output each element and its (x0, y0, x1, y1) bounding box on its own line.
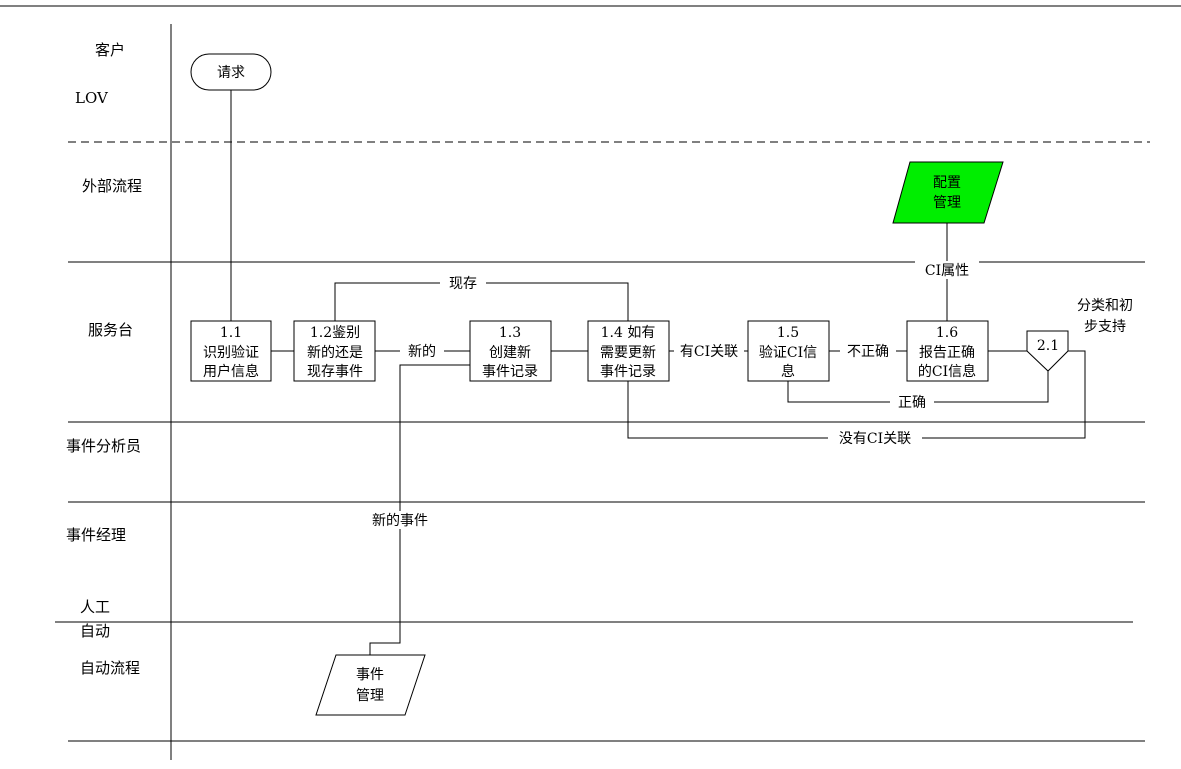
box-1-1-line1: 1.1 (220, 325, 242, 341)
edge-label-no-ci: 没有CI关联 (839, 431, 911, 447)
edge-no-ci (627, 350, 1086, 439)
box-1-3-line1: 1.3 (499, 325, 521, 341)
classify-label-line1: 分类和初 (1077, 297, 1133, 314)
box-1-5-line2: 验证CI信 (759, 345, 817, 361)
event-management-line1: 事件 (356, 667, 384, 683)
edge-label-new-event: 新的事件 (372, 513, 428, 529)
box-1-1-line2: 识别验证 (203, 345, 259, 361)
box-1-6-line1: 1.6 (936, 325, 958, 341)
box-1-2-line2: 新的还是 (307, 345, 363, 361)
box-1-5-line3: 息 (781, 363, 795, 380)
edge-label-incorrect: 不正确 (847, 344, 889, 360)
classify-label-line2: 步支持 (1084, 319, 1126, 335)
edge-label-correct: 正确 (898, 395, 926, 411)
config-management-line2: 管理 (933, 195, 961, 211)
edge-new-event (369, 364, 470, 655)
event-management-line2: 管理 (356, 688, 384, 704)
lane-label-manager: 事件经理 (66, 526, 126, 544)
process-box-1-2: 1.2鉴别 新的还是 现存事件 (293, 320, 376, 382)
lane-label-service-desk: 服务台 (88, 321, 133, 339)
config-management-node: 配置 管理 (892, 161, 1004, 224)
box-1-3-line2: 创建新 (489, 345, 531, 361)
config-management-line1: 配置 (933, 175, 961, 191)
offpage-connector-2-1: 2.1 (1026, 330, 1069, 372)
edge-label-existing: 现存 (449, 276, 477, 292)
lane-label-manual: 人工 (80, 598, 110, 616)
event-management-node: 事件 管理 (315, 654, 426, 716)
box-1-4-line3: 事件记录 (600, 364, 656, 380)
connector-2-1-label: 2.1 (1037, 338, 1059, 354)
lane-label-external: 外部流程 (82, 177, 142, 195)
process-box-1-4: 1.4 如有 需要更新 事件记录 (587, 320, 670, 382)
box-1-3-line3: 事件记录 (482, 364, 538, 380)
box-1-5-line1: 1.5 (777, 325, 799, 341)
process-box-1-1: 1.1 识别验证 用户信息 (190, 320, 272, 382)
lane-label-auto-process: 自动流程 (80, 659, 140, 677)
lane-label-customer: 客户 (95, 41, 125, 59)
edge-label-has-ci: 有CI关联 (680, 344, 738, 360)
box-1-2-line1: 1.2鉴别 (310, 325, 360, 341)
process-box-1-6: 1.6 报告正确 的CI信息 (906, 320, 989, 382)
box-1-1-line3: 用户信息 (203, 363, 259, 380)
box-1-4-line2: 需要更新 (600, 345, 656, 361)
edge-label-new: 新的 (408, 344, 436, 360)
lane-label-analyst: 事件分析员 (66, 437, 141, 455)
request-label: 请求 (217, 65, 245, 81)
process-box-1-3: 1.3 创建新 事件记录 (469, 320, 552, 382)
process-box-1-5: 1.5 验证CI信 息 (747, 320, 830, 382)
lane-label-lov: LOV (75, 89, 109, 107)
box-1-4-line1: 1.4 如有 (601, 325, 656, 341)
lane-label-auto-short: 自动 (80, 622, 110, 640)
edge-label-ci-attr: CI属性 (925, 263, 969, 279)
box-1-6-line3: 的CI信息 (918, 363, 976, 380)
request-node: 请求 (190, 53, 272, 91)
config-management-shape (892, 161, 1004, 224)
box-1-2-line3: 现存事件 (307, 364, 363, 380)
box-1-6-line2: 报告正确 (919, 345, 975, 361)
